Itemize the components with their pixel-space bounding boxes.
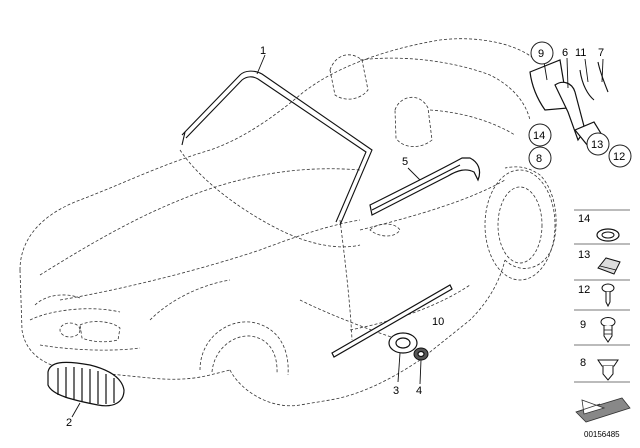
- legend-num-12: 12: [578, 284, 590, 296]
- callout-labels: 1 2 3 4 5 6 7 10 11: [66, 45, 604, 429]
- door-top-trim-part: [369, 157, 481, 216]
- callout-12: 12: [613, 151, 625, 163]
- callout-4: 4: [416, 385, 422, 397]
- legend-num-8: 8: [580, 357, 586, 369]
- side-sill-strip-part: [331, 284, 453, 358]
- callout-8: 8: [536, 153, 542, 165]
- windshield-trim-part: [181, 70, 373, 226]
- callout-13: 13: [591, 139, 603, 151]
- direction-arrow-icon: [575, 397, 631, 423]
- callout-3: 3: [393, 385, 399, 397]
- diagram-id: 00156485: [584, 430, 620, 439]
- circled-callouts: 9 14 8 13 12: [528, 41, 632, 170]
- legend-num-13: 13: [578, 249, 590, 261]
- screw-icon: [601, 283, 615, 308]
- kidney-grille-part: [47, 361, 125, 407]
- callout-14: 14: [533, 130, 545, 142]
- spring-clip-icon: [597, 257, 621, 275]
- legend-num-14: 14: [578, 213, 590, 225]
- push-clip-icon: [597, 359, 619, 381]
- legend-num-9: 9: [580, 319, 586, 331]
- washer-part: [413, 347, 429, 361]
- car-outline: [19, 38, 557, 407]
- callout-1: 1: [260, 45, 266, 57]
- callout-10: 10: [432, 316, 444, 328]
- callout-5: 5: [402, 156, 408, 168]
- callout-11: 11: [575, 47, 586, 59]
- callout-9: 9: [538, 48, 544, 60]
- expanding-rivet-icon: [600, 317, 616, 343]
- callout-6: 6: [562, 47, 568, 59]
- callout-7: 7: [598, 47, 604, 59]
- callout-2: 2: [66, 417, 72, 429]
- grommet-part: [388, 332, 418, 354]
- grommet-ring-icon: [596, 228, 620, 242]
- leader-lines: [71, 54, 604, 418]
- fastener-legend: 14 13 12 9 8: [574, 209, 631, 439]
